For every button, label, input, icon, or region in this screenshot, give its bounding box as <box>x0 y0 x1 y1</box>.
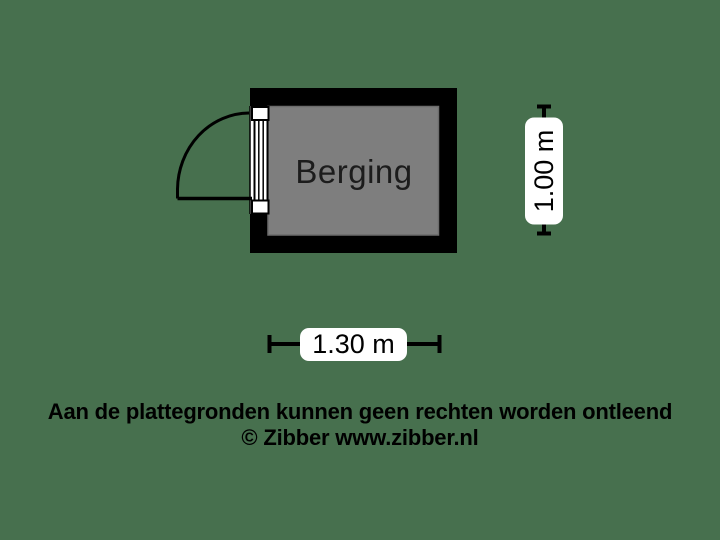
width-dimension-label: 1.30 m <box>300 328 407 361</box>
door-panel <box>253 119 269 202</box>
height-dimension-label: 1.00 m <box>525 117 563 225</box>
room-floor <box>267 105 440 236</box>
copyright-credit-text: © Zibber www.zibber.nl <box>241 425 479 450</box>
room-name-label: Berging <box>295 153 413 190</box>
door-swing-arc <box>176 111 250 199</box>
door-post-bottom <box>251 199 270 215</box>
footer: Aan de plattegronden kunnen geen rechten… <box>0 399 720 451</box>
door-post-top <box>251 106 270 121</box>
disclaimer-text: Aan de plattegronden kunnen geen rechten… <box>47 399 673 424</box>
